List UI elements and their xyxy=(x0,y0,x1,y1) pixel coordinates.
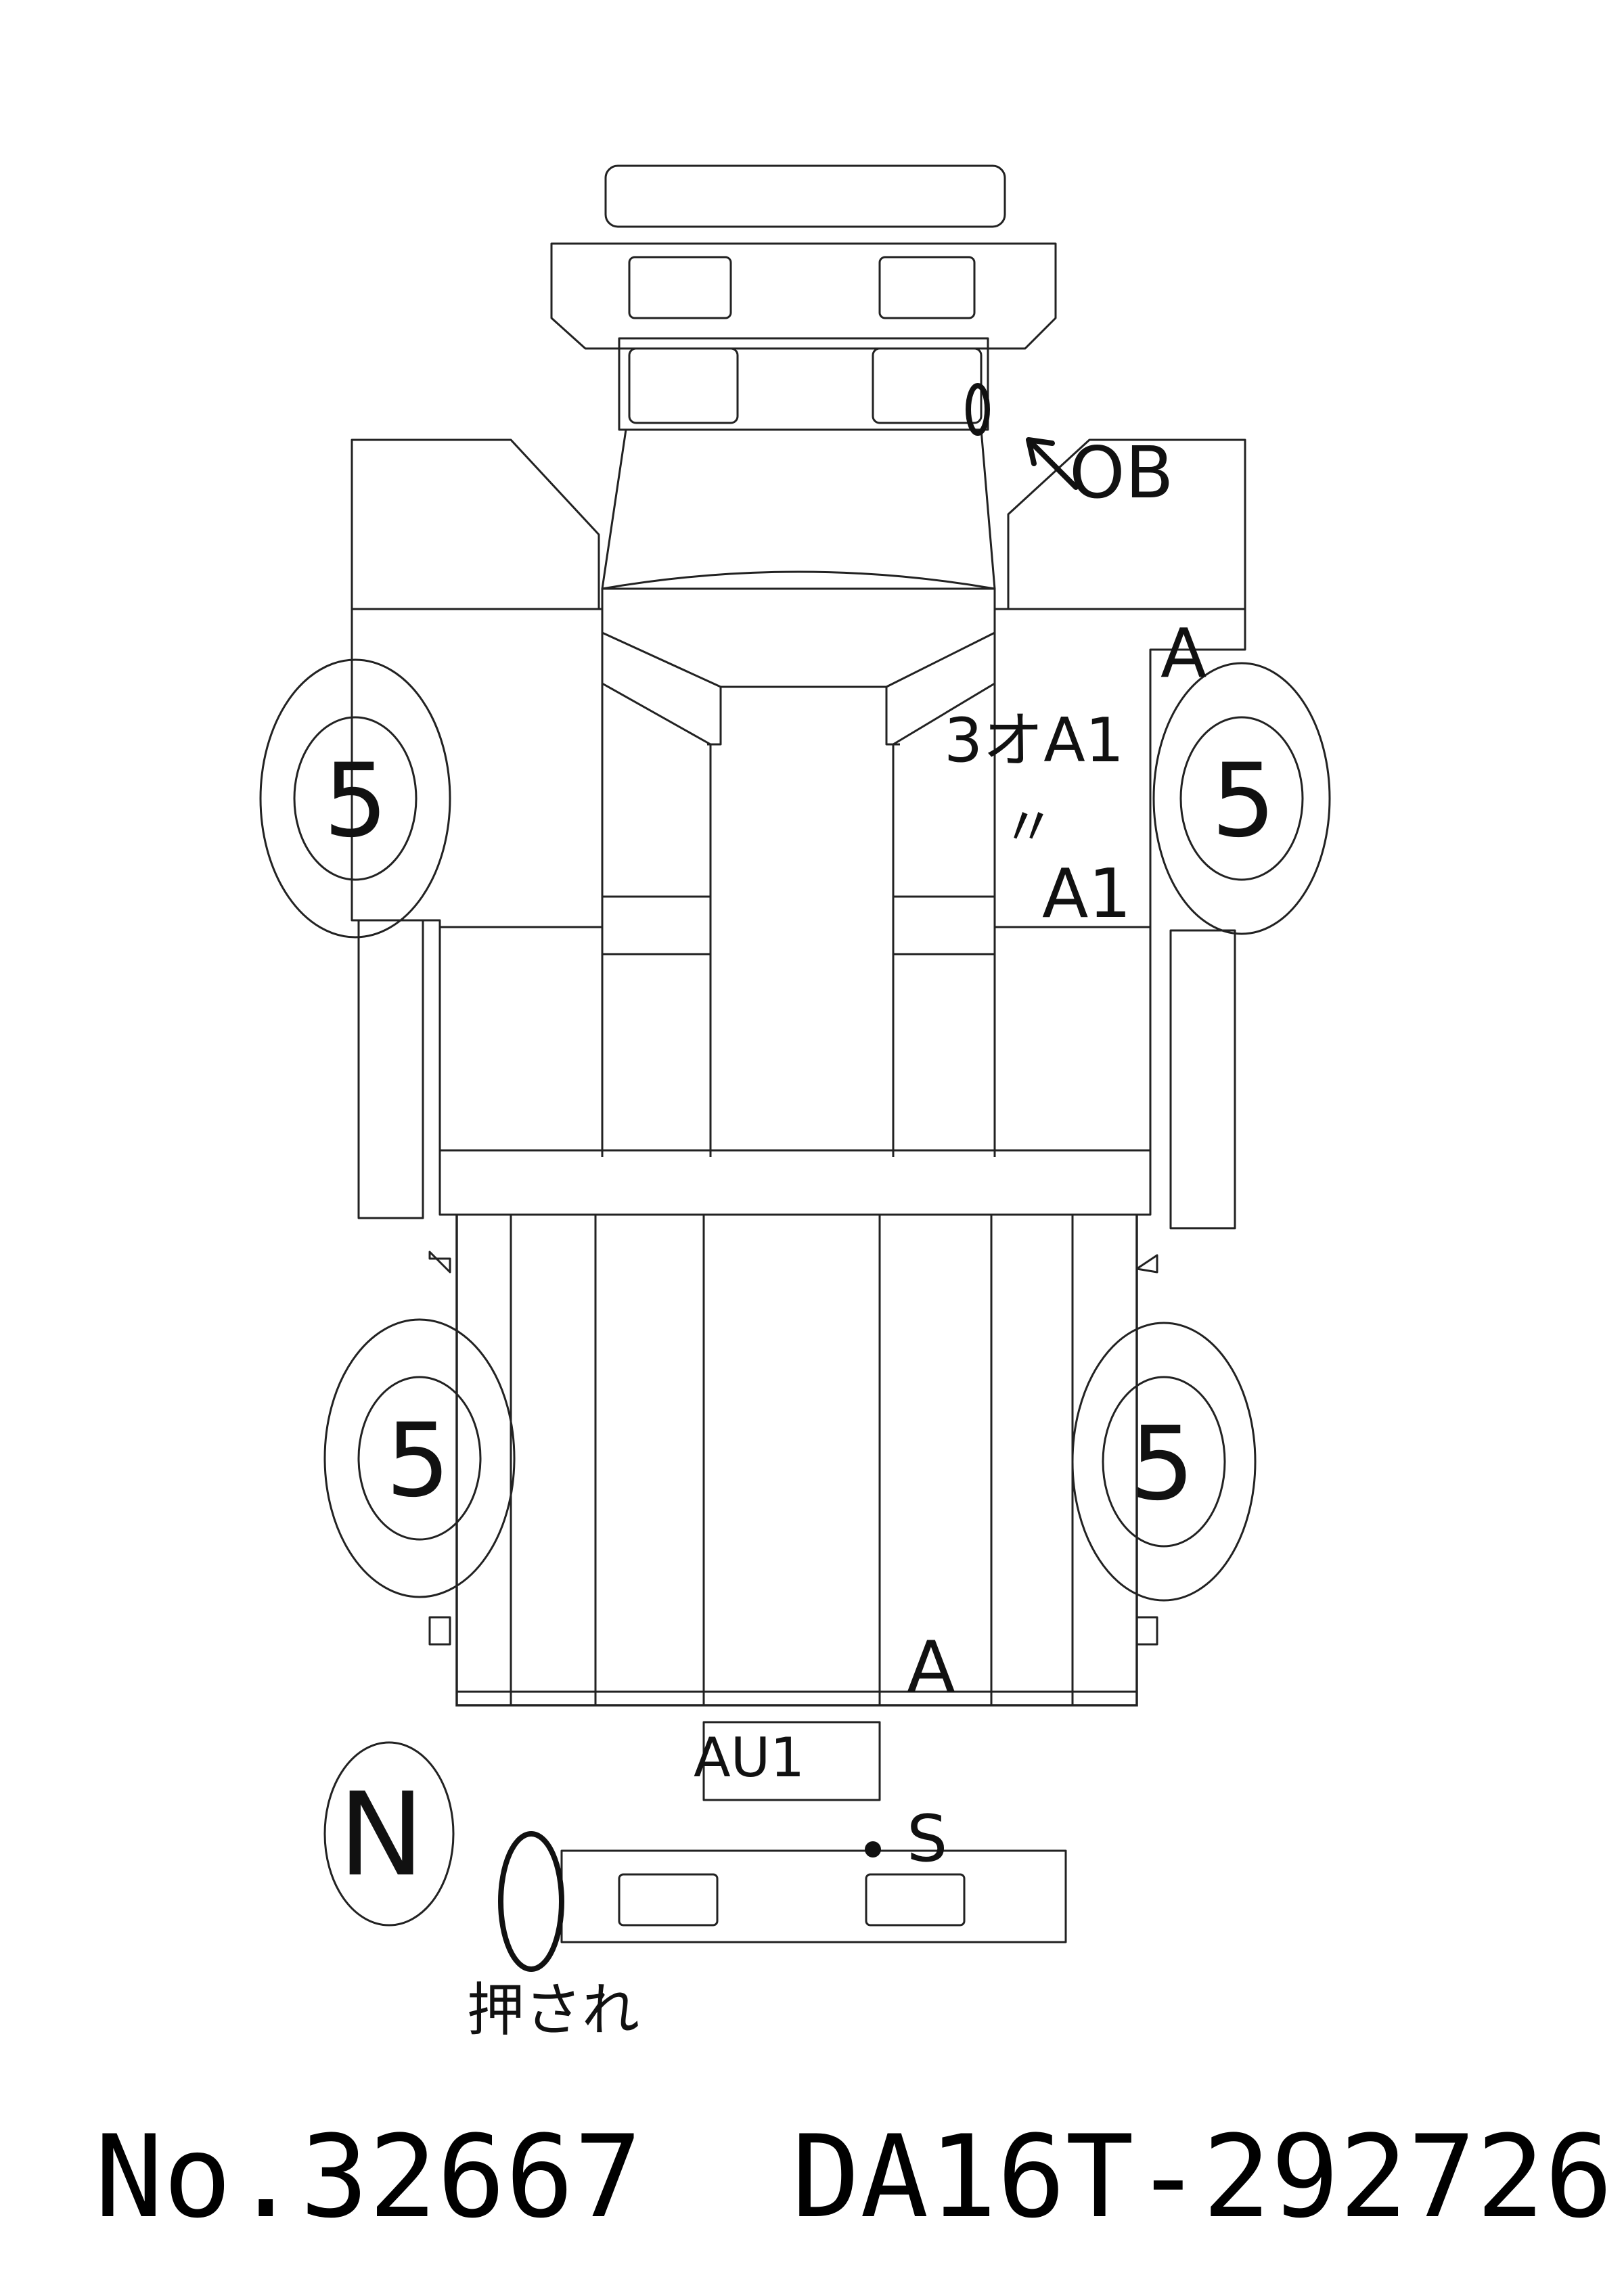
tire-rear-right: 5 xyxy=(1071,1322,1257,1602)
headlight-left xyxy=(628,347,739,424)
chassis-number: DA16T-292726 xyxy=(792,2111,1613,2243)
mudflap-rear-right-bot xyxy=(1135,1616,1158,1646)
hood xyxy=(601,428,996,590)
dent-oval xyxy=(498,1831,564,1972)
tail-lamp-left xyxy=(618,1873,719,1927)
mark-headlight-right: OB xyxy=(1069,432,1174,514)
mark-door-right-dup: 〃 xyxy=(1001,796,1056,859)
fender-left-top xyxy=(351,438,600,610)
hood-crease xyxy=(602,570,995,590)
headlight-right xyxy=(872,347,983,424)
truck-outline xyxy=(351,164,1246,1943)
spare-tire-grade: N xyxy=(338,1768,424,1902)
tire-grade-rear-right: 5 xyxy=(1130,1405,1194,1523)
lot-number: No.32667 xyxy=(95,2111,642,2243)
grille xyxy=(550,242,1057,350)
front-bumper xyxy=(604,164,1006,228)
scratch-circle xyxy=(966,383,990,436)
tire-grade-rear-left: 5 xyxy=(386,1402,450,1520)
side-step-right xyxy=(1169,929,1236,1230)
tire-grade-front-right: 5 xyxy=(1211,742,1276,860)
rear-bumper xyxy=(560,1849,1067,1943)
fog-lamp-right xyxy=(878,256,976,319)
spare-tire: N xyxy=(323,1741,455,1927)
roof xyxy=(602,682,995,1157)
fog-lamp-left xyxy=(628,256,732,319)
arrow-icon xyxy=(1026,437,1079,490)
mark-bed-right: A xyxy=(907,1626,955,1709)
mark-door-right-upper: 3オA1 xyxy=(944,705,1124,776)
tire-grade-front-left: 5 xyxy=(323,742,388,860)
damage-marks: OB A 3オA1 〃 A1 A AU1 S 押され xyxy=(467,383,1206,2044)
mudflap-rear-left-top xyxy=(428,1251,451,1274)
door-panel-left xyxy=(438,895,710,1152)
mark-bumper-rear: S xyxy=(907,1802,947,1876)
mudflap-rear-right-top xyxy=(1135,1254,1158,1274)
cab-side-left xyxy=(601,633,722,1157)
mark-fender-right: A xyxy=(1160,614,1206,693)
door-panel-right xyxy=(893,895,1152,1152)
mark-door-right-lower: A1 xyxy=(1042,854,1131,933)
tailgate xyxy=(702,1721,881,1801)
cab-rear-bar xyxy=(438,1149,1152,1216)
side-step-left xyxy=(357,919,424,1219)
door-left xyxy=(351,608,604,928)
tire-front-right: 5 xyxy=(1152,662,1331,935)
tire-rear-left: 5 xyxy=(323,1318,516,1598)
hood-front xyxy=(618,337,989,431)
dent-dot xyxy=(865,1841,881,1858)
mark-tailgate: AU1 xyxy=(694,1726,805,1789)
truck-bed xyxy=(455,1215,1138,1707)
bed-rails xyxy=(457,1215,1137,1705)
fender-right-top xyxy=(1007,438,1246,610)
tire-front-left: 5 xyxy=(259,658,451,939)
mark-rear-dent-note: 押され xyxy=(467,1977,639,2044)
mudflap-rear-left-bot xyxy=(428,1616,451,1646)
tail-lamp-right xyxy=(865,1873,966,1927)
windshield xyxy=(601,587,996,688)
